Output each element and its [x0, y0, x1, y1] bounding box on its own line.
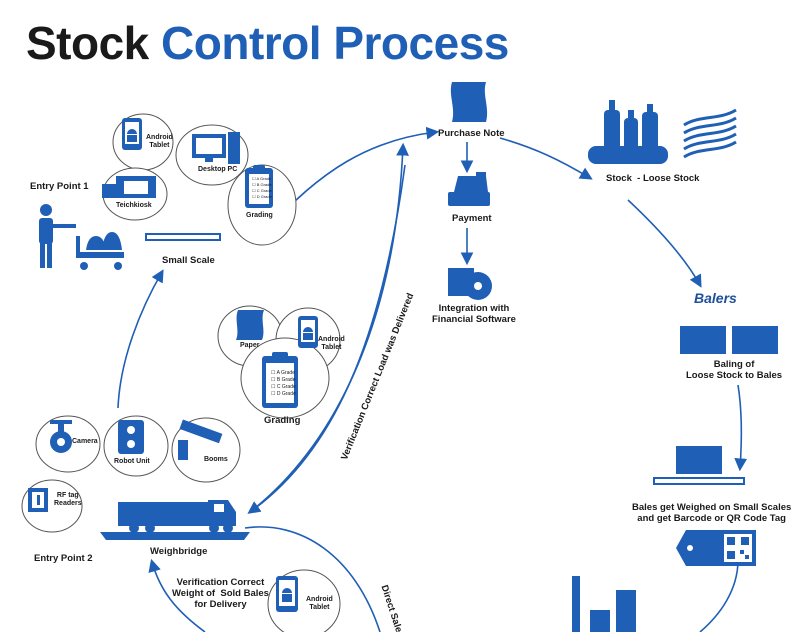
- grade-a-1: ☐ A Grade: [252, 176, 272, 181]
- desktop-pc-icon: [192, 132, 240, 164]
- grade-c-1: ☐ C Grade: [252, 188, 273, 193]
- android-tablet-icon-1: [122, 118, 142, 150]
- grade-d-1: ☐ D Grade: [252, 194, 273, 199]
- scale-platform-icon: [653, 477, 745, 485]
- entry-point-1-label: Entry Point 1: [30, 181, 89, 192]
- grade-list-1: ☐ A Grade ☐ B Grade ☐ C Grade ☐ D Grade: [252, 176, 273, 199]
- bar-chart-icon: [572, 576, 636, 632]
- bale-on-scale-icon: [676, 446, 722, 474]
- booms-icon: [178, 419, 223, 460]
- rf-tag-label: RF tag Readers: [54, 492, 82, 508]
- android-tablet-icon-3: [276, 576, 298, 612]
- grading-clipboard-icon-1: [245, 165, 273, 208]
- small-scale-label: Small Scale: [162, 255, 215, 266]
- arrow-purchase-to-stock: [499, 137, 593, 180]
- grade-b-2: ☐ B Grade: [271, 377, 296, 383]
- person-icon: [39, 204, 76, 268]
- grade-c-2: ☐ C Grade: [271, 384, 296, 390]
- arrow-right-bottom: [699, 559, 739, 632]
- android-tablet-icon-2: [298, 316, 318, 348]
- grading-1-label: Grading: [246, 212, 273, 219]
- page-title: Stock Control Process: [26, 16, 509, 70]
- android-tablet-3-label: Android Tablet: [306, 596, 333, 612]
- flow-arrows: [117, 126, 748, 632]
- camera-label: Camera: [72, 438, 98, 445]
- entry-point-2-label: Entry Point 2: [34, 553, 93, 564]
- grade-b-1: ☐ B Grade: [252, 182, 272, 187]
- arrow-entry2-to-smallscale: [117, 269, 164, 409]
- arrow-verification-to-weighbridge: [247, 164, 406, 514]
- software-disc-icon: [448, 268, 492, 300]
- qr-tag-icon: [676, 530, 756, 566]
- trolley-icon: [76, 232, 124, 270]
- verification-bales-label: Verification Correct Weight of Sold Bale…: [172, 577, 269, 610]
- grade-list-2: ☐ A Grade ☐ B Grade ☐ C Grade ☐ D Grade: [271, 370, 297, 397]
- arrow-stock-to-balers: [627, 199, 702, 288]
- teichkiosk-label: Teichkiosk: [116, 202, 152, 209]
- purchase-note-icon: [450, 82, 488, 122]
- sheets-icon: [683, 108, 737, 159]
- android-tablet-1-label: Android Tablet: [146, 134, 173, 150]
- kiosk-icon: [102, 176, 156, 198]
- paper-label: Paper: [240, 342, 260, 349]
- robot-unit-icon: [118, 420, 144, 454]
- desktop-pc-label: Desktop PC: [198, 166, 238, 173]
- grade-d-2: ☐ D Grade: [271, 391, 296, 397]
- bales-weighed-label: Bales get Weighed on Small Scales and ge…: [632, 502, 792, 524]
- bottles-icon: [588, 100, 668, 164]
- camera-icon: [50, 420, 72, 453]
- arrow-baling-to-weighing: [734, 384, 748, 472]
- payment-icon: [448, 172, 490, 206]
- title-part-1: Stock: [26, 17, 149, 69]
- stock-loose-label: Stock - Loose Stock: [606, 173, 700, 184]
- paper-icon: [236, 310, 264, 340]
- truck-icon: [118, 500, 236, 533]
- robot-unit-label: Robot Unit: [114, 458, 150, 465]
- bale-icon-1: [680, 326, 726, 354]
- booms-label: Booms: [204, 456, 228, 463]
- weighbridge-platform-icon: [100, 532, 250, 540]
- android-tablet-2-label: Android Tablet: [318, 336, 345, 352]
- bale-icon-2: [732, 326, 778, 354]
- small-scale-icon: [145, 233, 221, 241]
- baling-label: Baling of Loose Stock to Bales: [686, 359, 783, 381]
- integration-label: Integration with Financial Software: [432, 303, 516, 325]
- grading-clipboard-icon-2: [262, 352, 298, 408]
- grading-2-label: Grading: [264, 415, 301, 426]
- title-part-2: Control Process: [161, 17, 509, 69]
- balers-label: Balers: [694, 290, 737, 306]
- purchase-note-label: Purchase Note: [438, 128, 505, 139]
- payment-label: Payment: [452, 213, 492, 224]
- arrow-weighbridge-to-directsale: [244, 526, 381, 632]
- rf-tag-reader-icon: [28, 488, 48, 512]
- grade-a-2: ☐ A Grade: [271, 370, 295, 376]
- arrow-verify-to-weighbridge: [148, 558, 206, 632]
- weighbridge-label: Weighbridge: [150, 546, 208, 557]
